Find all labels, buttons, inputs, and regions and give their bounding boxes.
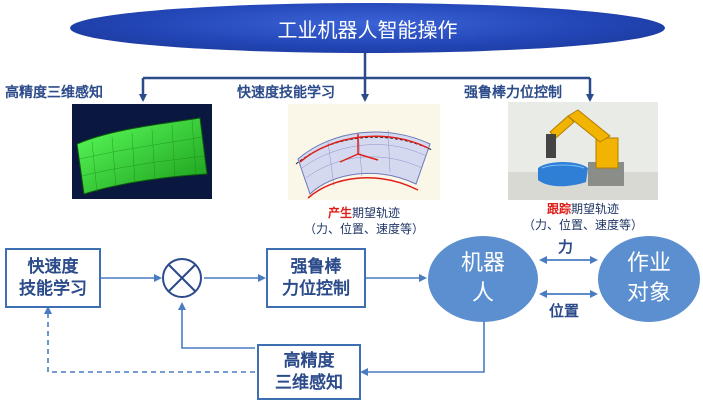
caption-generate: 产生期望轨迹 （力、位置、速度等） [286,205,442,237]
skill-learning-line1: 快速度 [27,257,79,277]
skill-learning-line2: 技能学习 [19,279,87,299]
tree-connectors [139,53,594,102]
control-line1: 强鲁棒 [290,257,342,277]
robot-line1: 机器 [460,251,505,276]
flow-connectors [44,256,598,376]
branch-label-control: 强鲁棒力位控制 [464,85,562,101]
sensing-line1: 高精度 [283,351,335,371]
force-position-control-block: 强鲁棒力位控制 [266,248,366,308]
branch-label-learning: 快速度技能学习 [237,85,335,101]
force-label: 力 [558,238,574,256]
caption-generate-rest: 期望轨迹 [352,206,401,220]
task-line1: 作业 [626,251,671,276]
sensing-line2: 三维感知 [275,373,343,393]
position-label: 位置 [549,302,580,320]
diagram-title: 工业机器人智能操作 [277,17,458,42]
task-line2: 对象 [626,281,671,306]
robot-node: 机器人 [428,236,538,322]
trajectory-surface-image [288,104,440,200]
work-object-node: 作业对象 [598,236,700,322]
caption-track-sub: （力、位置、速度等） [522,218,643,232]
caption-track-rest: 期望轨迹 [571,202,620,216]
caption-track: 跟踪期望轨迹 （力、位置、速度等） [505,201,661,233]
title-ellipse: 工业机器人智能操作 [70,3,665,53]
caption-generate-red: 产生 [327,206,352,220]
caption-track-red: 跟踪 [546,202,571,216]
skill-learning-block: 快速度技能学习 [5,248,101,308]
summing-junction [162,258,202,298]
control-line2: 力位控制 [282,279,350,299]
sensing-surface-image [72,104,212,199]
caption-generate-sub: （力、位置、速度等） [303,222,424,236]
robot-arm-image [508,102,658,200]
sensing-block: 高精度三维感知 [257,344,361,400]
robot-line2: 人 [471,281,494,306]
branch-label-sensing: 高精度三维感知 [5,85,103,101]
